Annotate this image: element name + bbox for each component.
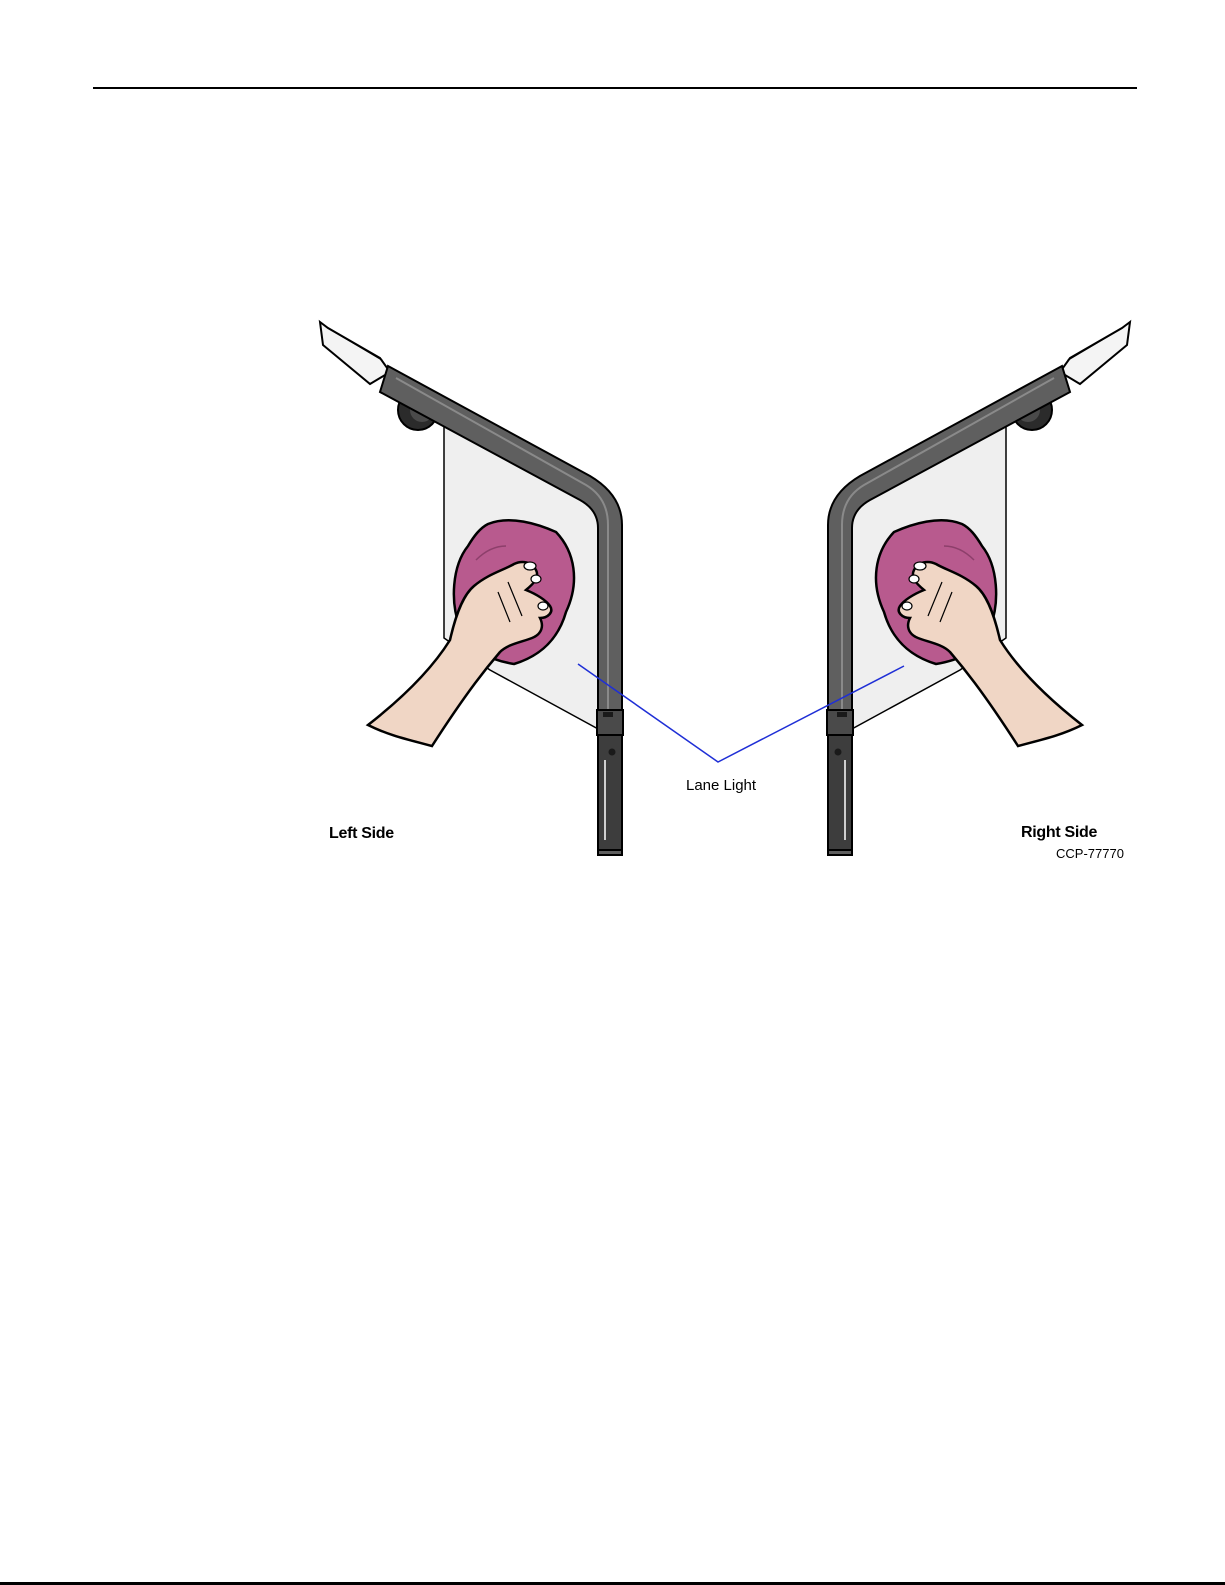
left-lane-light-unit — [320, 322, 623, 855]
figure-code: CCP-77770 — [1056, 846, 1124, 861]
left-side-label: Left Side — [329, 825, 394, 843]
right-lane-light-unit — [827, 322, 1130, 855]
lane-light-illustration — [300, 300, 1160, 890]
lane-light-cleaning-figure: Left Side Right Side Lane Light CCP-7777… — [300, 300, 1160, 890]
header-rule — [93, 87, 1137, 89]
lane-light-callout-label: Lane Light — [686, 777, 756, 794]
right-side-label: Right Side — [1021, 824, 1097, 842]
